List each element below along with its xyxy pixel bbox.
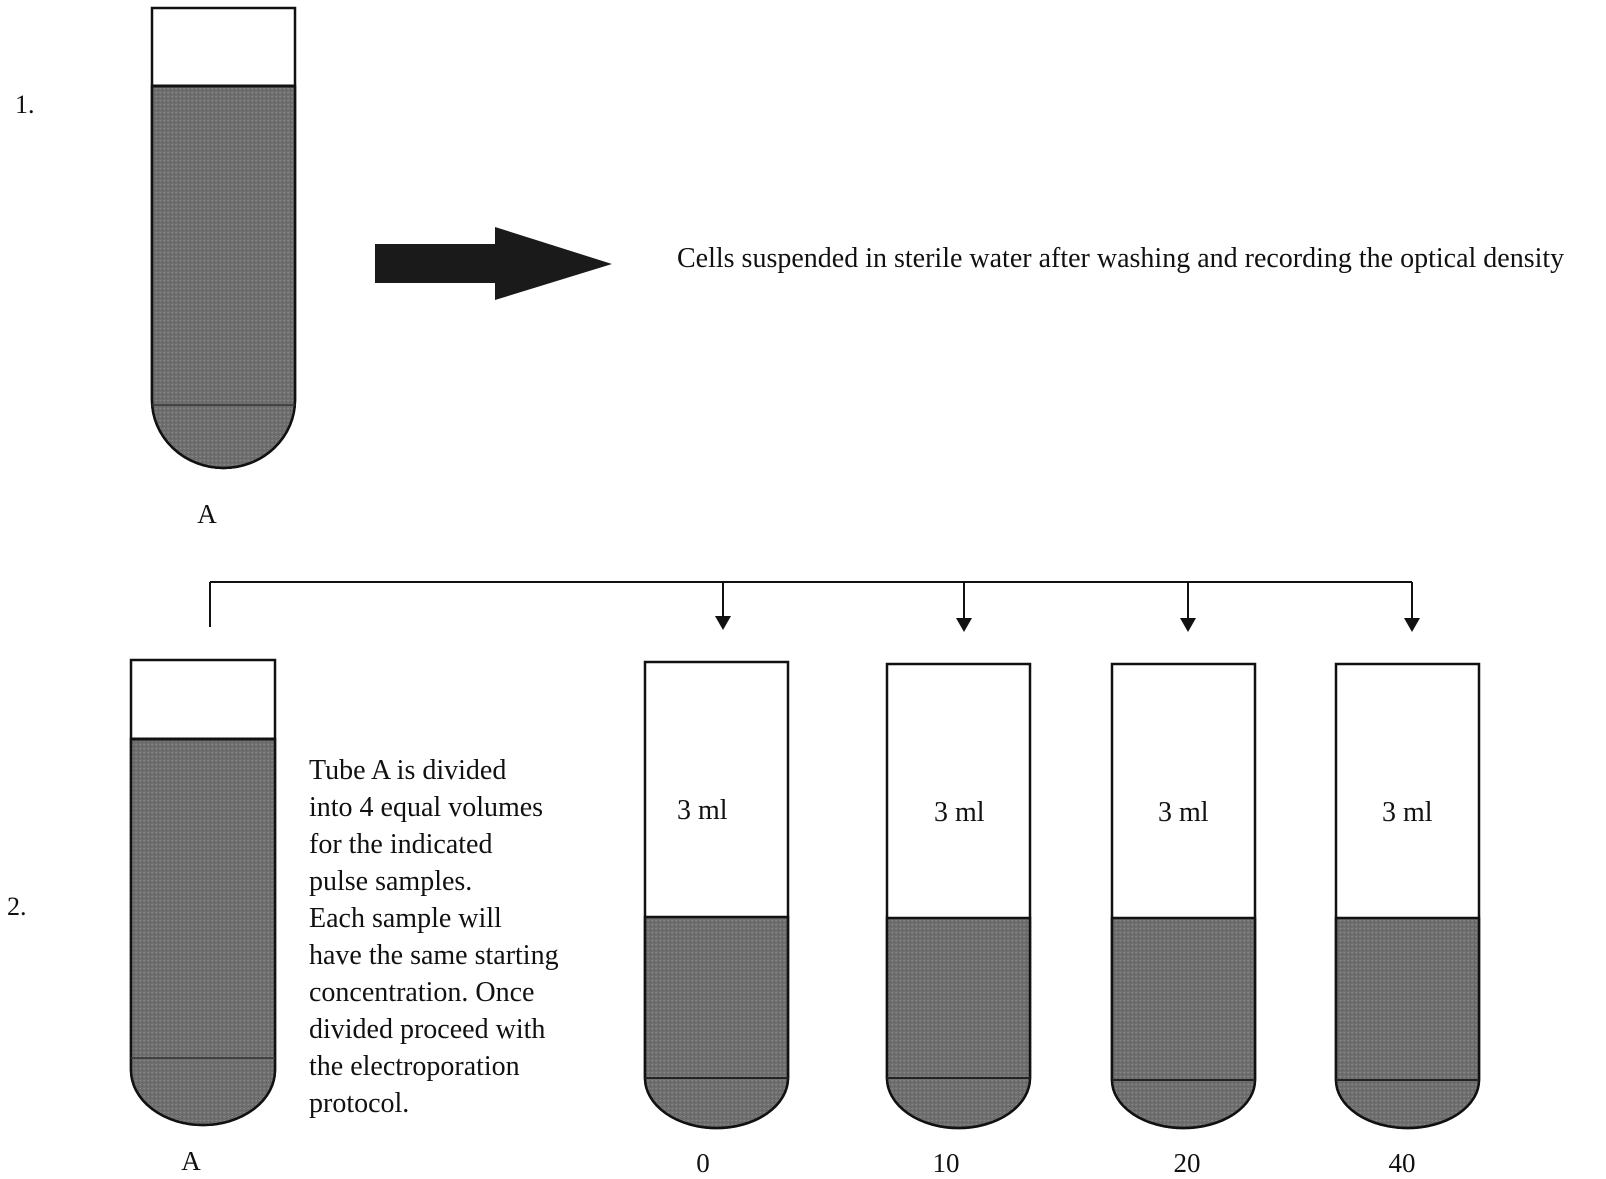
- liquid-fill: [885, 916, 1032, 1130]
- description-line: concentration. Once: [309, 977, 535, 1008]
- sample-tube-10: [885, 662, 1032, 1130]
- description-line: Each sample will: [309, 903, 502, 934]
- sample-tube-label: 10: [932, 1148, 960, 1178]
- sample-volume-label: 3 ml: [934, 797, 985, 828]
- step-2-source-tube-label: A: [181, 1146, 201, 1176]
- tube-a-step1: [150, 6, 297, 470]
- sample-volume-label: 3 ml: [1158, 797, 1209, 828]
- arrow-down-icon: [1180, 618, 1196, 632]
- description-line: Tube A is divided: [309, 755, 507, 786]
- sample-tube-0: [643, 660, 790, 1130]
- description-line: pulse samples.: [309, 866, 473, 897]
- description-line: the electroporation: [309, 1051, 520, 1082]
- sample-tube-label: 0: [696, 1148, 710, 1178]
- liquid-fill: [1110, 916, 1257, 1130]
- description-line: into 4 equal volumes: [309, 792, 544, 823]
- description-line: protocol.: [309, 1088, 410, 1119]
- bracket-connector: [209, 581, 1413, 627]
- liquid-fill: [129, 737, 277, 1127]
- description-line: divided proceed with: [309, 1014, 546, 1045]
- sample-tube-label: 40: [1388, 1148, 1416, 1178]
- liquid-fill: [643, 915, 790, 1130]
- description-line: for the indicated: [309, 829, 493, 860]
- sample-tube-label: 20: [1173, 1148, 1201, 1178]
- step-2-description: Tube A is divided into 4 equal volumes f…: [309, 752, 619, 1122]
- step-1-number: 1.: [15, 90, 35, 119]
- liquid-fill: [150, 84, 297, 470]
- process-arrow: [375, 227, 612, 300]
- distribution-arrowheads: [715, 616, 1420, 632]
- sample-tube-40: [1334, 662, 1481, 1130]
- tube-a-step2: [129, 658, 277, 1127]
- arrow-down-icon: [715, 616, 731, 630]
- sample-volume-label: 3 ml: [1382, 797, 1433, 828]
- step-1-tube-label: A: [197, 499, 217, 529]
- liquid-fill: [1334, 916, 1481, 1130]
- description-line: have the same starting: [309, 940, 559, 971]
- step-1-description: Cells suspended in sterile water after w…: [677, 243, 1565, 274]
- sample-tube-20: [1110, 662, 1257, 1130]
- sample-volume-label: 3 ml: [677, 795, 728, 826]
- step-2-number: 2.: [7, 892, 27, 921]
- arrow-down-icon: [1404, 618, 1420, 632]
- arrow-down-icon: [956, 618, 972, 632]
